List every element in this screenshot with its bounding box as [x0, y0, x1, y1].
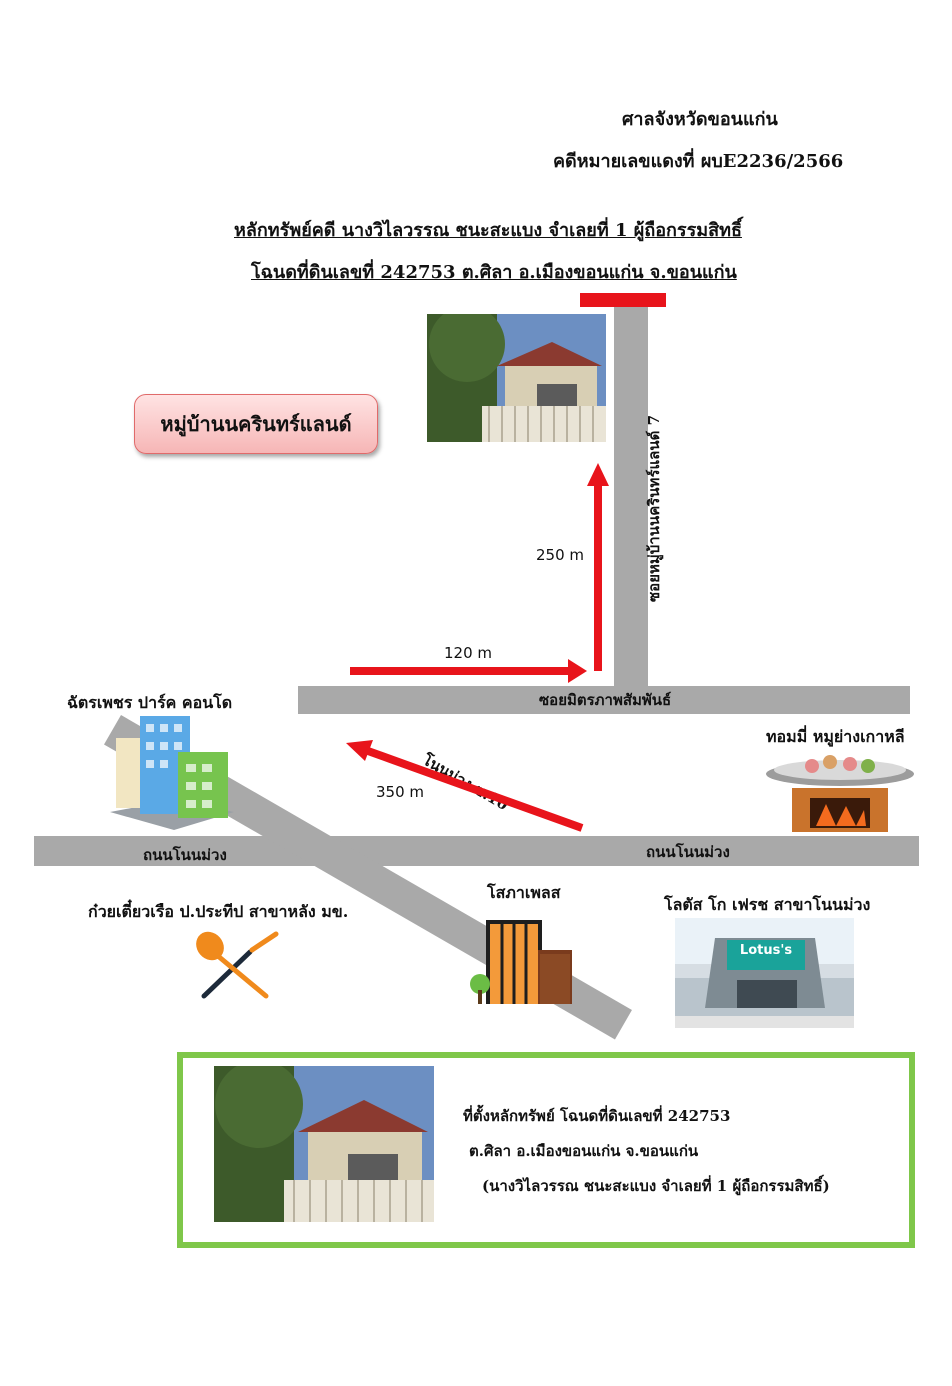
distance-120: 120 m: [444, 644, 493, 662]
label-chatpetch: ฉัตรเพชร ปาร์ค คอนโด: [67, 693, 233, 712]
arrow-120m: [350, 667, 570, 675]
label-thanon-right: ถนนโนนม่วง: [646, 843, 730, 861]
label-soi-mitraphap: ซอยมิตรภาพสัมพันธ์: [539, 691, 672, 709]
deed-title: โฉนดที่ดินเลขที่ 242753 ต.ศิลา อ.เมืองขอ…: [251, 262, 737, 283]
court-name: ศาลจังหวัดขอนแก่น: [622, 109, 778, 130]
distance-250: 250 m: [536, 546, 585, 564]
arrow-120m-head: [568, 659, 587, 683]
asset-title: หลักทรัพย์คดี นางวิไลวรรณ ชนะสะแบง จำเลย…: [234, 220, 742, 241]
arrow-350m-head: [346, 740, 373, 761]
sopha-building-icon: [470, 920, 572, 1004]
lotus-sign: Lotus's: [739, 943, 793, 958]
label-thanon-left: ถนนโนนม่วง: [143, 846, 227, 864]
arrow-250m: [594, 484, 602, 671]
label-lotus: โลตัส โก เฟรช สาขาโนนม่วง: [664, 895, 871, 914]
legend-line-1: ที่ตั้งหลักทรัพย์ โฉนดที่ดินเลขที่ 24275…: [463, 1107, 731, 1125]
road-thanon-non-muang: [34, 836, 919, 866]
road-soi-village-7: [614, 302, 648, 688]
house-photo: [427, 314, 606, 442]
legend-line-2: ต.ศิลา อ.เมืองขอนแก่น จ.ขอนแก่น: [469, 1142, 699, 1160]
arrow-350m: [366, 747, 584, 832]
distance-350: 350 m: [376, 783, 425, 801]
legend-line-3: (นางวิไลวรรณ ชนะสะแบง จำเลยที่ 1 ผู้ถือก…: [482, 1177, 830, 1195]
restaurant-icon: [196, 931, 279, 999]
legend-box: ที่ตั้งหลักทรัพย์ โฉนดที่ดินเลขที่ 24275…: [177, 1052, 915, 1248]
korean-bbq-icon: [766, 755, 914, 832]
condo-icon: [110, 716, 234, 830]
label-tommy: ทอมมี่ หมูย่างเกาหลี: [766, 727, 905, 746]
lotus-photo: Lotus's: [675, 918, 854, 1028]
label-sopha: โสภาเพลส: [487, 883, 561, 902]
road-soi-mitraphap: [298, 686, 910, 714]
case-number: คดีหมายเลขแดงที่ ผบE2236/2566: [553, 151, 844, 172]
arrow-250m-head: [587, 463, 609, 486]
village-label: หมู่บ้านนครินทร์แลนด์: [134, 394, 378, 454]
label-kuay-tiew: ก๋วยเตี๋ยวเรือ ป.ประทีป สาขาหลัง มข.: [88, 902, 349, 921]
legend-house-photo: [214, 1066, 434, 1222]
dead-end-marker: [580, 293, 666, 307]
